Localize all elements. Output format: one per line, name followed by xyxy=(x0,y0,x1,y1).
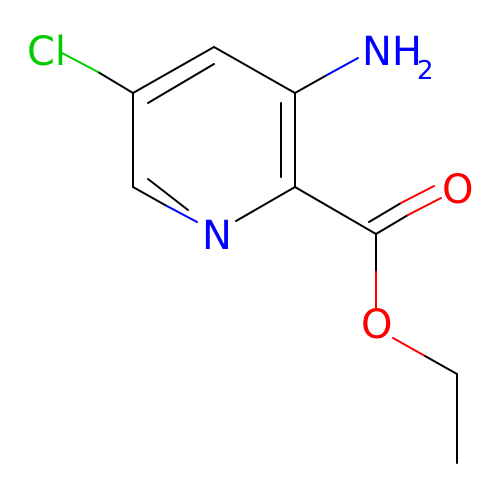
bond-c5-cl-c-part xyxy=(97,71,134,94)
bond-c5-cl-cl-part xyxy=(61,52,99,73)
bond-c-o-double-2-c xyxy=(368,202,402,223)
bond-c-o-double-1-c xyxy=(375,214,409,235)
bond-n-c6-c-part xyxy=(132,186,166,206)
bond-c3-nh2-n-part xyxy=(326,57,359,76)
atom-label-o-ester: O xyxy=(361,302,392,348)
bond-n-c6-n-part xyxy=(164,204,198,223)
bond-oester-ch2-c-part xyxy=(424,355,458,375)
atom-label-nh2: NH xyxy=(362,29,422,75)
bonds xyxy=(61,46,458,464)
bond-c2-n xyxy=(235,186,296,222)
atom-label-cl: Cl xyxy=(27,29,66,75)
atom-label-n-ring: N xyxy=(202,213,232,259)
atom-label-nh2-subscript: 2 xyxy=(417,56,434,86)
bond-c5-c4-inner xyxy=(147,63,215,104)
bond-c2-ccarbonyl xyxy=(294,186,377,235)
bond-c5-c4 xyxy=(132,46,215,94)
bond-oester-ch2-o-part xyxy=(392,337,426,357)
bond-c3-nh2-c-part xyxy=(294,74,328,94)
atom-labels: Cl NH 2 N O O xyxy=(27,29,473,348)
bond-n-c6-inner xyxy=(147,178,189,211)
bond-c-o-double-2-o xyxy=(400,185,435,204)
bond-c4-c3 xyxy=(213,46,296,94)
atom-label-o-carbonyl: O xyxy=(442,167,473,213)
bond-c-o-double-1-o xyxy=(407,197,442,216)
